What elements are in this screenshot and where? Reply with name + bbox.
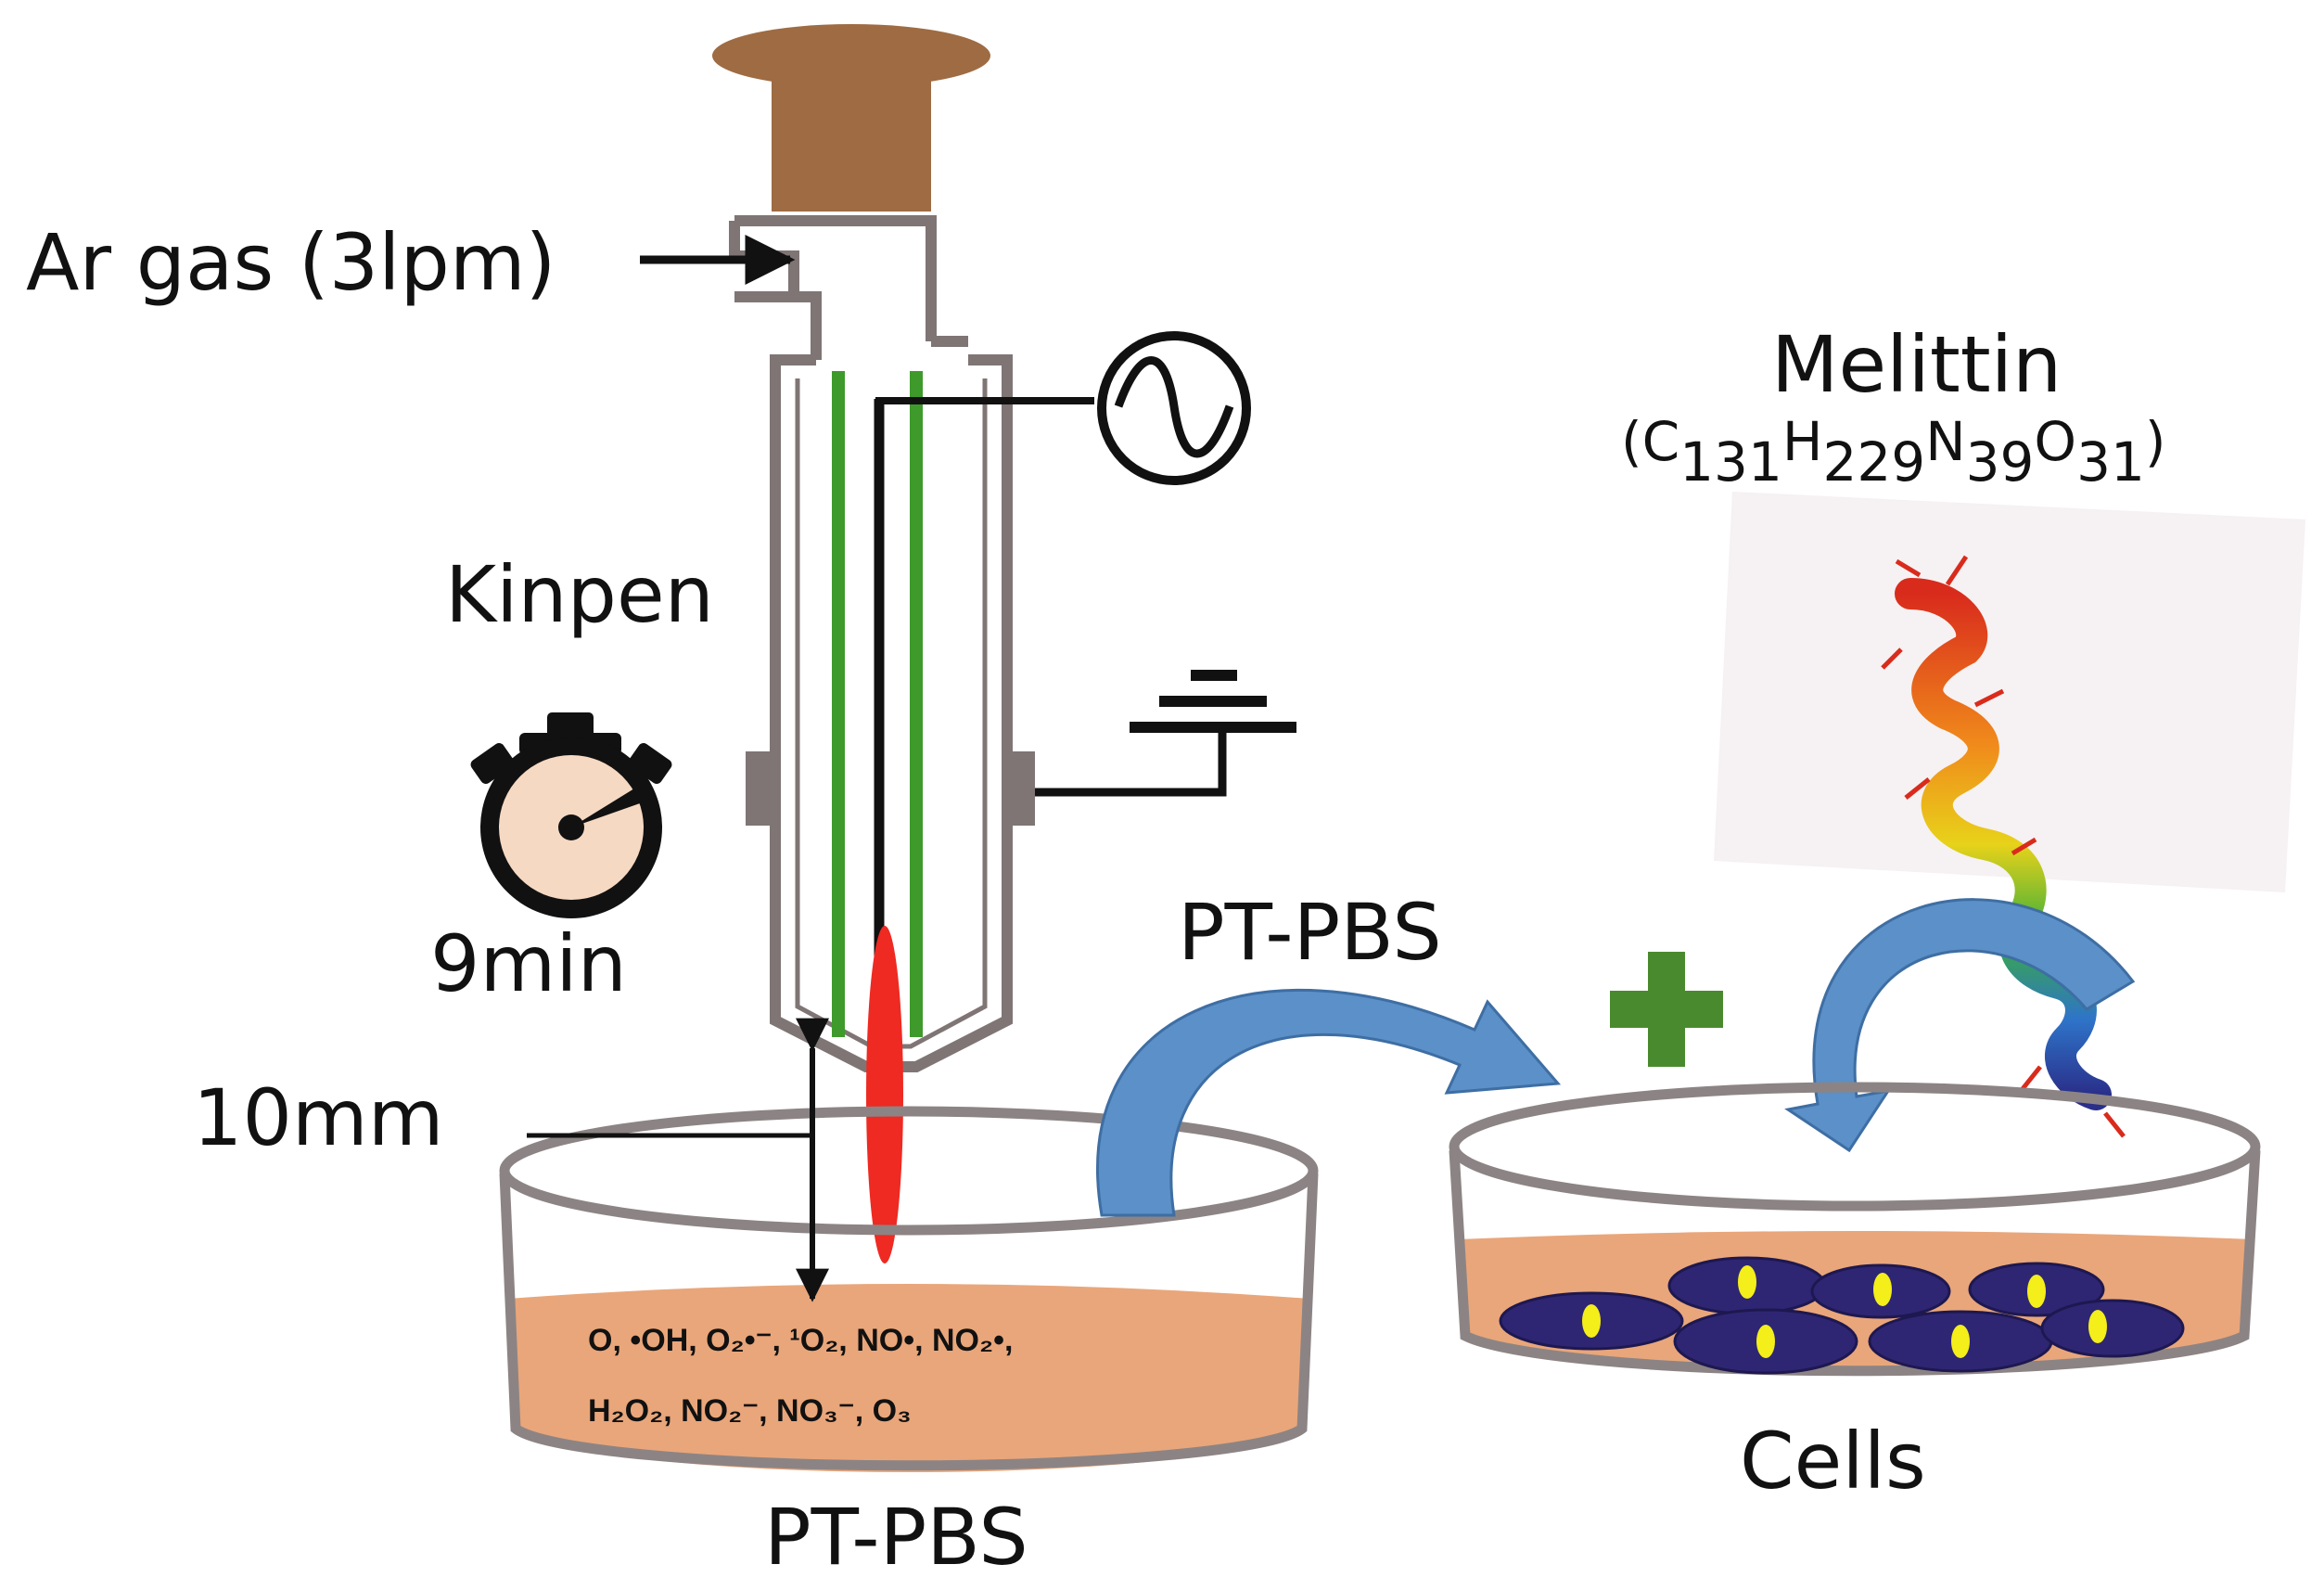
- pt-pbs-bottom-label: PT-PBS: [764, 1492, 1028, 1583]
- cell: [1667, 1256, 1827, 1315]
- dish-wall: [499, 1173, 1319, 1471]
- melittin-label: Melittin: [1771, 319, 2062, 410]
- cells-dish-rim: [1449, 1082, 2261, 1212]
- pt-pbs-dish: [499, 1106, 1319, 1473]
- cells-dish-wall: [1449, 1149, 2261, 1377]
- distance-label: 10mm: [193, 1072, 444, 1163]
- cell: [1968, 1262, 2105, 1317]
- cell: [1499, 1291, 1684, 1351]
- melittin-transfer-arrow: [1784, 898, 2136, 1153]
- species-line-1: O, •OH, O₂•⁻, ¹O₂, NO•, NO₂•,: [588, 1323, 1013, 1358]
- hv-wire: [875, 397, 1094, 408]
- cell: [2040, 1299, 2185, 1358]
- plasma-jet: [866, 926, 903, 1263]
- cells-dish: [1449, 1082, 2261, 1377]
- stopwatch-icon: [470, 712, 672, 918]
- dish-rim: [499, 1106, 1319, 1236]
- cell: [1868, 1310, 2053, 1373]
- kinpen-label: Kinpen: [445, 549, 714, 640]
- gas-inlet-tube: [729, 215, 1013, 1072]
- ground-wire: [1035, 727, 1227, 797]
- ground-clamp-right: [1009, 751, 1035, 826]
- plus-icon: [1610, 952, 1723, 1067]
- dish-liquid: [508, 1284, 1309, 1473]
- kinpen-device: [712, 24, 1035, 1263]
- cell: [1673, 1308, 1858, 1375]
- time-label: 9min: [430, 918, 627, 1009]
- cell: [1810, 1263, 1951, 1319]
- ac-power-source: [875, 331, 1251, 485]
- transfer-arrow: [1096, 988, 1562, 1217]
- melittin-structure-image: [1714, 492, 2305, 1138]
- ground-symbol: [1035, 670, 1296, 797]
- ground-clamp-left: [746, 751, 772, 826]
- sine-wave-icon: [1114, 356, 1234, 458]
- species-line-2: H₂O₂, NO₂⁻, NO₃⁻, O₃: [588, 1393, 912, 1429]
- cap-neck: [772, 65, 931, 212]
- melittin-formula: (C131H229N39O31): [1621, 410, 2166, 494]
- pt-pbs-arrow-label: PT-PBS: [1178, 887, 1442, 978]
- cells-label: Cells: [1740, 1416, 1926, 1507]
- melittin-helix-icon: [1895, 578, 2112, 1110]
- cell-cluster: [1499, 1256, 2185, 1375]
- ar-gas-label: Ar gas (3lpm): [26, 217, 555, 308]
